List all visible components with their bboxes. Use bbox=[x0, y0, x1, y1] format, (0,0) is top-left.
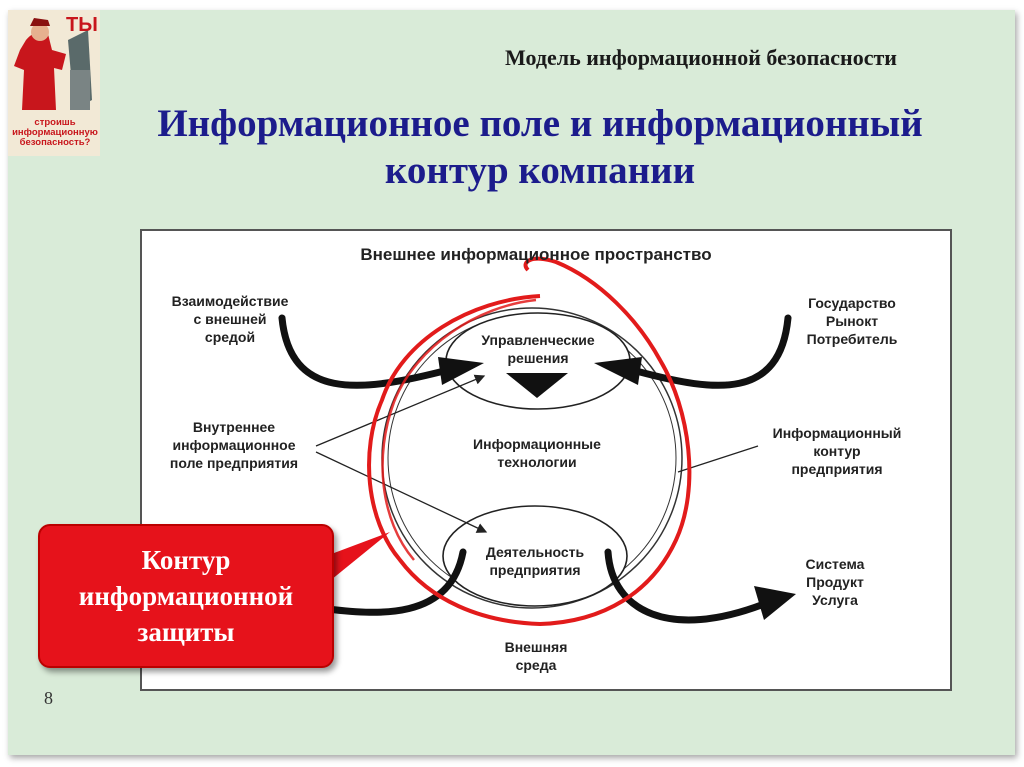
soldier-figure bbox=[8, 10, 100, 156]
technologies-label: Информационные технологии bbox=[473, 436, 601, 470]
title-line-1: Информационное поле и информационный bbox=[157, 102, 923, 145]
page-number: 8 bbox=[44, 688, 53, 708]
internal-field-line-top bbox=[315, 374, 486, 447]
poster-headline: ТЫ bbox=[66, 14, 98, 36]
internal-field-line-bottom bbox=[315, 451, 488, 533]
poster-caption: строишь информационную безопасность? bbox=[12, 117, 98, 148]
decision-triangle bbox=[506, 373, 568, 398]
protection-contour-trace bbox=[381, 298, 537, 561]
protection-contour bbox=[367, 256, 692, 627]
callout-text: Контур информационной защиты bbox=[78, 545, 294, 647]
activity-label: Деятельность предприятия bbox=[485, 544, 585, 578]
interaction-label: Взаимодействие с внешней средой bbox=[171, 293, 289, 345]
activity-output-curve bbox=[604, 548, 768, 624]
state-arrowhead bbox=[594, 357, 642, 385]
activity-input-curve bbox=[316, 548, 467, 616]
internal-field-label: Внутреннее информационное поле предприят… bbox=[169, 419, 299, 471]
interaction-arrowhead bbox=[438, 357, 484, 385]
system-label: Система Продукт Услуга bbox=[805, 556, 865, 608]
contour-label: Информационный контур предприятия bbox=[772, 425, 902, 477]
management-label: Управленческие решения bbox=[481, 332, 595, 366]
interaction-arrow bbox=[278, 314, 444, 389]
activity-output-arrowhead bbox=[754, 586, 796, 620]
external-space-heading: Внешнее информационное пространство bbox=[360, 245, 712, 264]
title-line-2: контур компании bbox=[384, 149, 696, 192]
protection-contour-callout: Контур информационной защиты bbox=[38, 524, 334, 668]
slide-subtitle: Модель информационной безопасности bbox=[505, 45, 897, 70]
state-market-label: Государство Рынокт Потребитель bbox=[806, 295, 898, 347]
external-env-label: Внешняя среда bbox=[504, 639, 568, 673]
callout-pointer bbox=[326, 532, 390, 584]
poster-image: ТЫ строишь информационную безопасность? bbox=[8, 10, 100, 156]
state-arrow bbox=[636, 314, 792, 389]
slide-title: Информационное поле и информационный кон… bbox=[100, 100, 980, 194]
activity-ellipse bbox=[442, 505, 628, 607]
